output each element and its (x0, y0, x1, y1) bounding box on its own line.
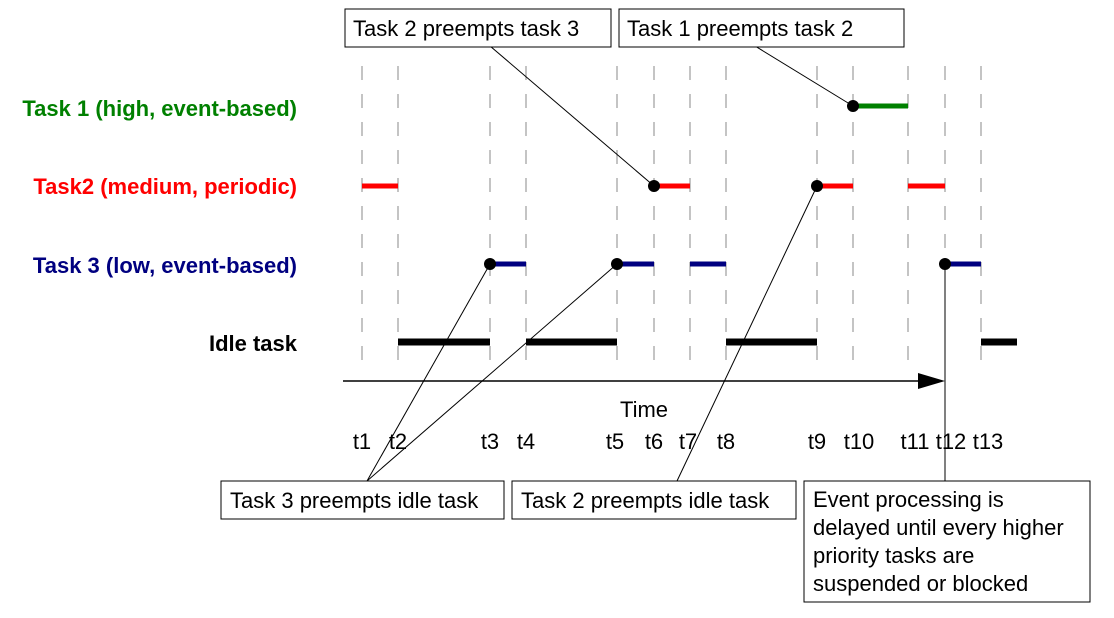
time-axis-arrowhead (918, 373, 945, 389)
tick-label-t11: t11 (901, 429, 930, 454)
preemption-point-task3-t3 (484, 258, 496, 270)
tick-label-t6: t6 (645, 429, 663, 454)
preemption-points (484, 100, 951, 270)
callout-event-processing-line-2: delayed until every higher (813, 515, 1064, 540)
tick-label-t13: t13 (973, 429, 1004, 454)
callout-event-processing-line-4: suspended or blocked (813, 571, 1028, 596)
tick-label-t10: t10 (844, 429, 875, 454)
callout-task3-preempts-idle-text: Task 3 preempts idle task (230, 488, 479, 513)
preemption-point-task3-t5 (611, 258, 623, 270)
tick-label-t5: t5 (606, 429, 624, 454)
callout-task1-preempts-task2: Task 1 preempts task 2 (618, 8, 905, 48)
callout-task1-preempts-task2-text: Task 1 preempts task 2 (627, 16, 853, 41)
callout-task2-preempts-task3: Task 2 preempts task 3 (344, 8, 612, 48)
preemption-point-task1-t10 (847, 100, 859, 112)
preemption-point-task2-t9 (811, 180, 823, 192)
callout-event-processing-delayed: Event processing is delayed until every … (803, 480, 1091, 603)
callout-task2-preempts-idle-text: Task 2 preempts idle task (521, 488, 770, 513)
task3-label: Task 3 (low, event-based) (33, 253, 297, 278)
callout-event-processing-line-3: priority tasks are (813, 543, 974, 568)
task2-label: Task2 (medium, periodic) (33, 174, 297, 199)
preemption-point-task2-t6 (648, 180, 660, 192)
callout-connectors (366, 45, 946, 482)
idle-task-label: Idle task (209, 331, 298, 356)
tick-label-t9: t9 (808, 429, 826, 454)
tick-label-t4: t4 (517, 429, 535, 454)
connector-task1-preempts-task2 (754, 45, 854, 107)
callout-task3-preempts-idle: Task 3 preempts idle task (220, 480, 505, 520)
preemption-point-task3-t12 (939, 258, 951, 270)
tick-label-t3: t3 (481, 429, 499, 454)
tick-label-t2: t2 (389, 429, 407, 454)
tick-label-t12: t12 (936, 429, 967, 454)
callout-event-processing-line-1: Event processing is (813, 487, 1004, 512)
callout-task2-preempts-idle: Task 2 preempts idle task (511, 480, 797, 520)
connector-task3-preempts-idle-a (366, 263, 491, 482)
tick-label-t1: t1 (353, 429, 371, 454)
connector-task3-preempts-idle-b (366, 263, 618, 482)
connector-task2-preempts-task3 (489, 45, 655, 187)
time-gridlines (361, 66, 982, 372)
execution-segments (362, 103, 1017, 346)
tick-label-t8: t8 (717, 429, 735, 454)
task1-label: Task 1 (high, event-based) (22, 96, 297, 121)
connector-task2-preempts-idle (676, 185, 818, 482)
time-axis-title: Time (620, 397, 668, 422)
callout-task2-preempts-task3-text: Task 2 preempts task 3 (353, 16, 579, 41)
tick-label-t7: t7 (679, 429, 697, 454)
